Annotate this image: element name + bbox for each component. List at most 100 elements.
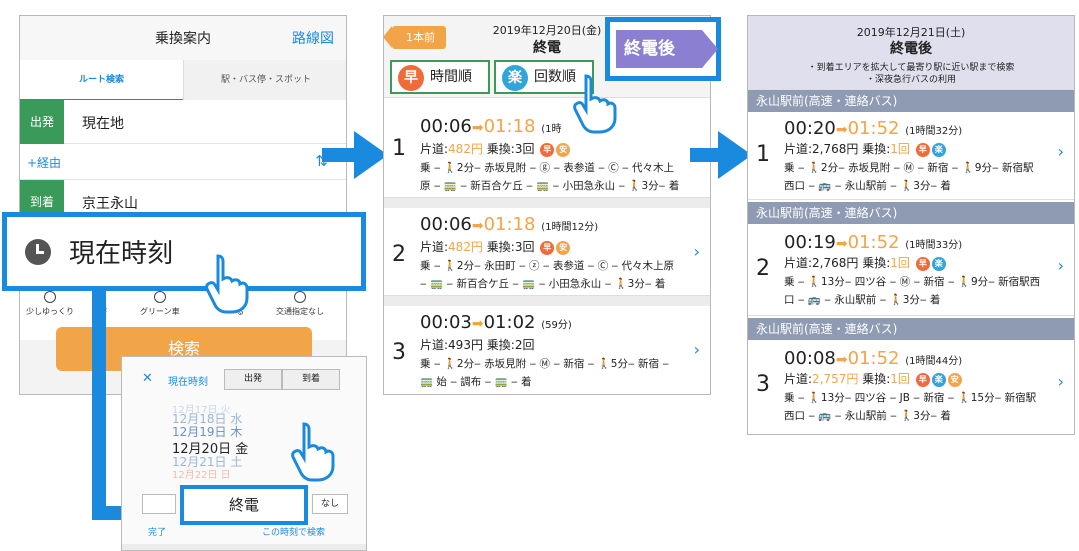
route-path-line1: 乗 ‒ 🚶2分‒ 赤坂見附 ‒ Ⓜ ‒ 新宿 ‒ 🚶9分‒ 新宿駅 [784,162,1034,174]
done-button[interactable]: 完了 [148,528,167,538]
picker-date-option[interactable]: 12月17日 火 [172,405,231,416]
to-value[interactable]: 京王永山 [82,196,138,212]
last-train-button[interactable]: 終電 [180,485,308,525]
route-fare: 片道:482円 乗換:3回 早安 [420,238,571,255]
tap-hand-icon [573,74,617,134]
option-no-transport[interactable]: 交通指定なし [276,291,324,317]
route-number: 1 [756,142,770,167]
route-fare: 片道:482円 乗換:3回 早安 [420,140,571,157]
route-fare: 片道:2,768円 乗換:1回 早楽 [784,254,946,271]
tab-sort-time[interactable]: 早 時間順 [390,60,490,94]
easy-badge: 楽 [931,142,946,157]
after-last-train-button[interactable]: 終電後 [616,30,718,68]
route-path-line1: 乗 ‒ 🚶13分‒ 四ツ谷 ‒ JB ‒ 新宿 ‒ 🚶15分‒ 新宿駅 [784,392,1037,404]
chevron-right-icon[interactable]: › [1057,142,1064,161]
route-separator [384,296,710,306]
fast-badge: 早 [915,372,930,387]
route-path-line2: 西口 ‒ 🚌 ‒ 永山駅前 ‒ 🚶3分‒ 着 [784,410,951,422]
route-item[interactable]: 1 00:06➡01:18 (1時 片道:482円 乗換:3回 早安 乗 ‒ 🚶… [384,102,710,198]
route-times: 00:06➡01:18 (1時間12分) [420,214,599,235]
tab-route-search[interactable]: ルート検索 [78,75,124,85]
option-green-car[interactable]: グリーン車 [140,291,180,317]
route-times: 00:03➡01:02 (59分) [420,312,572,333]
arrow-1-shaft [322,148,356,162]
from-label: 出発 [20,100,64,144]
picker-date-selected[interactable]: 12月20日 金 [172,442,249,457]
screen-title: 乗換案内 [155,31,211,47]
route-map-link[interactable]: 路線図 [292,31,334,47]
route-number: 3 [392,340,406,365]
previous-train-button[interactable]: 1本前 [384,26,446,49]
search-note-1: ・到着エリアを拡大して最寄り駅に近い駅まで検索 [807,63,1015,73]
tab-sort-transfers[interactable]: 楽 回数順 [494,60,594,94]
chevron-right-icon[interactable]: › [693,242,700,261]
chevron-right-icon[interactable]: › [1057,256,1064,275]
sort-tabs: 早 時間順 楽 回数順 [390,60,706,94]
from-value[interactable]: 現在地 [82,116,124,132]
section-header: 永山駅前(高速・連絡バス) [748,202,1074,224]
tap-hand-icon [205,254,249,314]
picker-title: 現在時刻 [168,377,208,388]
close-icon[interactable]: ✕ [142,371,153,386]
route-item[interactable]: 1 00:20➡01:52 (1時間32分) 片道:2,768円 乗換:1回 早… [748,112,1074,200]
route-fare: 片道:2,768円 乗換:1回 早楽 [784,140,946,157]
tab-station-spot[interactable]: 駅・バス停・スポット [183,60,346,104]
add-via-button[interactable]: +経由 [27,156,62,170]
after-last-train-results: 2019年12月21日(土) 終電後 ・到着エリアを拡大して最寄り駅に近い駅まで… [747,15,1075,435]
picker-none-button[interactable]: なし [312,494,348,514]
route-fare: 片道:2,757円 乗換:1回 早楽安 [784,370,962,387]
search-at-time-button[interactable]: この時刻で検索 [262,528,326,538]
current-time-callout[interactable]: 現在時刻 [2,212,366,291]
route-number: 3 [756,372,770,397]
route-path-line1: 乗 ‒ 🚶13分‒ 四ツ谷 ‒ Ⓜ ‒ 新宿 ‒ 🚶9分‒ 新宿駅西 [784,276,1041,288]
arrow-1-head [354,131,388,179]
chevron-right-icon[interactable]: › [1057,372,1064,391]
results-date: 2019年12月21日(土) [856,26,966,39]
route-number: 1 [392,136,406,161]
arrow-2-shaft [690,148,720,162]
arrow-2-head [718,131,752,179]
picker-date-option[interactable]: 12月21日 土 [172,455,243,469]
route-path-line2: 原 ‒ 🚃 ‒ 新百合ケ丘 ‒ 🚃 ‒ 小田急永山 ‒ 🚶3分‒ 着 [420,180,680,192]
route-path-line1: 乗 ‒ 🚶2分‒ 赤坂見附 ‒ Ⓜ ‒ 新宿 ‒ 🚶5分‒ 新宿 ‒ [420,358,669,370]
route-times: 00:08➡01:52 (1時間44分) [784,348,963,369]
fast-icon: 早 [398,65,424,91]
route-path-line2: 口 ‒ 🚌 ‒ 永山駅前 ‒ 🚶3分‒ 着 [784,294,941,306]
picker-date-option[interactable]: 12月18日 水 [172,412,243,426]
clock-icon [25,239,51,265]
route-separator [384,198,710,208]
route-number: 2 [392,242,406,267]
route-path-line2: 西口 ‒ 🚌 ‒ 永山駅前 ‒ 🚶3分‒ 着 [784,180,951,192]
segment-depart[interactable]: 出発 [224,369,282,390]
chevron-right-icon[interactable]: › [693,340,700,359]
results-title: 終電 [533,40,561,56]
search-form-screen: 乗換案内 路線図 ルート検索 駅・バス停・スポット 出発 現在地 +経由 ⇅ 到… [19,15,347,395]
fast-badge: 早 [540,142,555,157]
via-row[interactable]: +経由 ⇅ [20,144,346,180]
search-note-2: ・深夜急行バスの利用 [865,75,956,85]
picker-date-option[interactable]: 12月22日 日 [172,470,231,481]
route-path-line1: 乗 ‒ 🚶2分‒ 永田町 ‒ ⓩ ‒ 表参道 ‒ Ⓒ ‒ 代々木上原 [420,260,675,272]
route-times: 00:20➡01:52 (1時間32分) [784,118,963,139]
segment-arrive[interactable]: 到着 [282,369,340,390]
option-slow[interactable]: 少しゆっくり [26,291,74,317]
picker-date-option[interactable]: 12月19日 木 [172,425,243,439]
route-fare: 片道:493円 乗換:2回 [420,338,535,352]
from-row[interactable]: 出発 現在地 [20,100,346,144]
route-item[interactable]: 3 00:08➡01:52 (1時間44分) 片道:2,757円 乗換:1回 早… [748,340,1074,434]
connector-down [92,290,106,520]
bottom-tab-bar [122,544,366,550]
fast-badge: 早 [540,240,555,255]
picker-first-train[interactable] [142,494,176,514]
search-mode-tabs: ルート検索 駅・バス停・スポット [20,60,346,104]
route-path-line2: 🚃 始 ‒ 調布 ‒ 🚃 ‒ 着 [420,376,532,388]
walk-icon [44,291,56,303]
route-item[interactable]: 3 00:03➡01:02 (59分) 片道:493円 乗換:2回 乗 ‒ 🚶2… [384,306,710,394]
fast-badge: 早 [915,256,930,271]
route-item[interactable]: 2 00:19➡01:52 (1時間33分) 片道:2,768円 乗換:1回 早… [748,224,1074,316]
route-item[interactable]: 2 00:06➡01:18 (1時間12分) 片道:482円 乗換:3回 早安 … [384,208,710,296]
route-number: 2 [756,256,770,281]
route-times: 00:06➡01:18 (1時 [420,116,562,137]
results-title: 終電後 [890,41,932,57]
tap-hand-icon [291,422,335,482]
